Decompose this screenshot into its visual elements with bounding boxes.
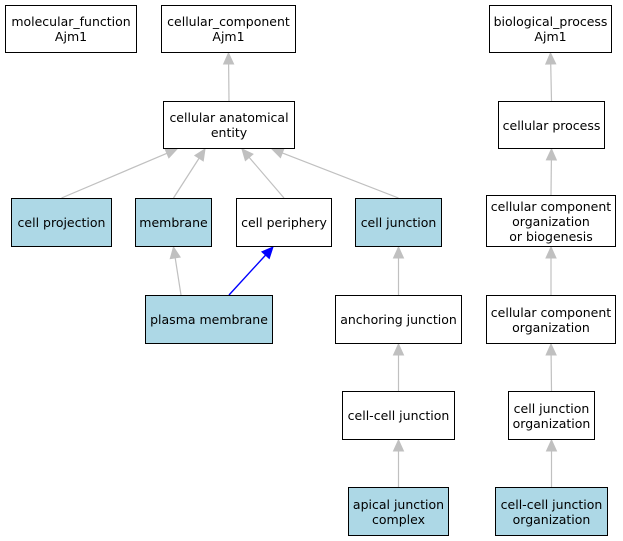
edge-plasma-membrane-to-membrane — [174, 257, 182, 296]
node-cellular-component-organization-or-biogenesis[interactable]: cellular component organization or bioge… — [486, 195, 616, 247]
arrowhead-plasma-membrane-to-cell-periphery — [260, 246, 274, 260]
node-apical-junction-complex[interactable]: apical junction complex — [348, 487, 449, 536]
node-cell-cell-junction[interactable]: cell-cell junction — [342, 391, 455, 440]
arrowhead-cellular-process-to-biological-process — [544, 51, 557, 65]
node-molecular-function[interactable]: molecular_function Ajm1 — [5, 5, 137, 53]
node-plasma-membrane[interactable]: plasma membrane — [145, 295, 273, 344]
edge-cellular-process-to-biological-process — [550, 63, 553, 102]
arrowhead-ccob-to-cellular-process — [545, 147, 558, 161]
arrowhead-cell-junction-to-cellular-anatomical-entity — [270, 147, 285, 159]
node-membrane[interactable]: membrane — [135, 198, 212, 247]
node-anchoring-junction[interactable]: anchoring junction — [335, 295, 462, 344]
arrowhead-cellular-anatomical-entity-to-cellular-component — [222, 51, 235, 65]
arrowhead-ccj-organization-to-cj-organization — [545, 438, 558, 452]
edge-cell-periphery-to-cellular-anatomical-entity — [248, 156, 285, 199]
node-biological-process[interactable]: biological_process Ajm1 — [489, 5, 612, 53]
arrowhead-cell-projection-to-cellular-anatomical-entity — [164, 148, 179, 159]
node-cell-junction[interactable]: cell junction — [355, 198, 442, 247]
node-cell-cell-junction-organization[interactable]: cell-cell junction organization — [495, 487, 608, 536]
edge-membrane-to-cellular-anatomical-entity — [172, 157, 200, 199]
arrowhead-plasma-membrane-to-membrane — [169, 245, 181, 260]
node-cellular-anatomical-entity[interactable]: cellular anatomical entity — [163, 101, 295, 149]
edge-plasma-membrane-to-cell-periphery — [228, 254, 267, 296]
node-cell-projection[interactable]: cell projection — [11, 198, 112, 247]
arrowhead-membrane-to-cellular-anatomical-entity — [193, 147, 206, 162]
arrowhead-apical-junction-complex-to-cell-cell-junction — [392, 438, 405, 452]
arrowhead-cell-cell-junction-to-anchoring-junction — [392, 342, 405, 356]
edge-cell-junction-to-cellular-anatomical-entity — [282, 152, 399, 199]
node-cellular-component[interactable]: cellular_component Ajm1 — [161, 5, 296, 53]
node-cell-periphery[interactable]: cell periphery — [236, 198, 332, 247]
arrowhead-cj-organization-to-cc-organization — [545, 342, 557, 356]
node-cellular-process[interactable]: cellular process — [498, 101, 605, 149]
edge-cell-projection-to-cellular-anatomical-entity — [61, 152, 168, 199]
node-cellular-component-organization[interactable]: cellular component organization — [486, 295, 616, 344]
arrowhead-anchoring-junction-to-cell-junction — [392, 245, 405, 259]
node-cell-junction-organization[interactable]: cell junction organization — [508, 391, 595, 440]
arrowhead-cc-organization-to-ccob — [545, 245, 557, 259]
arrowhead-cell-periphery-to-cellular-anatomical-entity — [241, 148, 254, 162]
